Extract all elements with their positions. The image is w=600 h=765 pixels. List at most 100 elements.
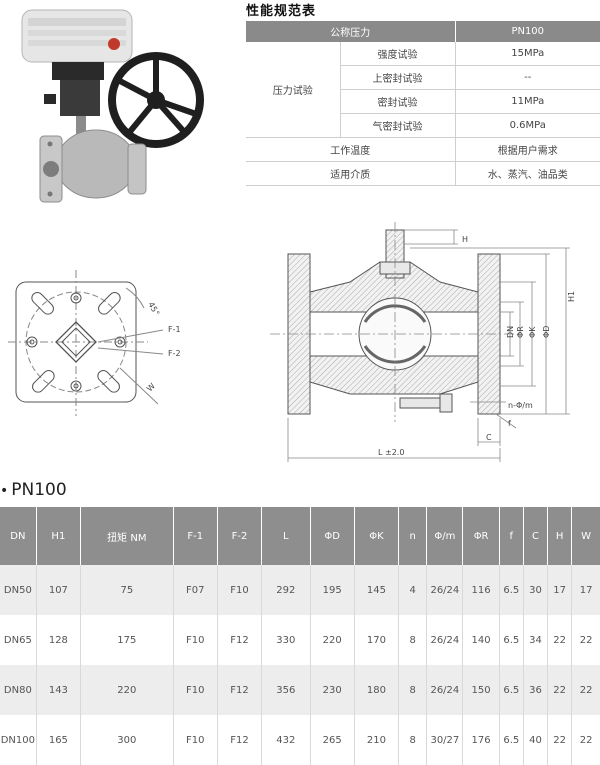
table-cell: F12 (216, 665, 262, 715)
table-cell: F10 (172, 665, 218, 715)
table-cell: 17 (571, 565, 600, 615)
table-cell: 6.5 (498, 565, 524, 615)
valve-section-drawing: H H1 DN ΦR ΦK ΦD n-Φ/m f C L ±2.0 (270, 222, 576, 462)
section-heading: •PN100 (0, 480, 67, 500)
table-cell: 17 (547, 565, 572, 615)
spec-test-name: 密封试验 (339, 89, 455, 114)
k-label: ΦK (528, 326, 537, 338)
spec-row-value: 根据用户需求 (454, 137, 600, 162)
table-cell: 300 (80, 715, 174, 765)
col-header: H1 (35, 507, 81, 565)
spec-test-name: 上密封试验 (339, 65, 455, 90)
f-label: f (508, 419, 511, 428)
w-label: W (145, 381, 157, 393)
table-cell: 22 (571, 615, 600, 665)
table-cell: 4 (398, 565, 427, 615)
spec-header-nominal-pressure: 公称压力 (246, 21, 455, 42)
col-header: ΦD (309, 507, 355, 565)
spec-header-row: 公称压力 PN100 (246, 21, 600, 42)
h-label: H (462, 235, 468, 244)
spec-test-value: 0.6MPa (454, 113, 600, 138)
table-cell: 34 (522, 615, 548, 665)
table-cell: 116 (462, 565, 500, 615)
table-cell: 22 (547, 615, 572, 665)
col-header: 扭矩 NM (80, 507, 174, 565)
table-cell: 220 (309, 615, 355, 665)
spec-group-label: 压力试验 (246, 42, 340, 138)
table-cell: F10 (172, 715, 218, 765)
spec-row: 气密封试验 0.6MPa (246, 113, 600, 138)
table-cell: 330 (261, 615, 310, 665)
table-cell: DN80 (0, 665, 37, 715)
spec-test-value: 11MPa (454, 89, 600, 114)
table-cell: 140 (462, 615, 500, 665)
flange-top-view-drawing: 45° F-1 F-2 W (8, 270, 181, 416)
table-cell: 30 (522, 565, 548, 615)
table-cell: 30/27 (426, 715, 463, 765)
angle-label: 45° (146, 301, 161, 318)
spec-test-value: -- (454, 65, 600, 90)
dimension-table-header: DN H1 扭矩 NM F-1 F-2 L ΦD ΦK n Φ/m ΦR f C… (0, 507, 600, 565)
spec-row: 上密封试验 -- (246, 65, 600, 90)
table-cell: F12 (216, 715, 262, 765)
table-cell: 8 (398, 665, 427, 715)
table-cell: 26/24 (426, 565, 463, 615)
l-label: L ±2.0 (378, 448, 404, 457)
table-cell: 107 (35, 565, 81, 615)
table-cell: 165 (35, 715, 81, 765)
col-header: C (522, 507, 548, 565)
table-cell: F12 (216, 615, 262, 665)
table-cell: 6.5 (498, 715, 524, 765)
r-label: ΦR (516, 326, 525, 338)
table-cell: 128 (35, 615, 81, 665)
table-cell: DN65 (0, 615, 37, 665)
col-header: F-1 (172, 507, 218, 565)
table-cell: F07 (172, 565, 218, 615)
section-title: PN100 (11, 480, 67, 500)
col-header: ΦR (462, 507, 500, 565)
col-header: ΦK (353, 507, 399, 565)
table-cell: 180 (353, 665, 399, 715)
table-cell: 143 (35, 665, 81, 715)
table-cell: 75 (80, 565, 174, 615)
table-cell: 8 (398, 715, 427, 765)
table-cell: 6.5 (498, 615, 524, 665)
dn-label: DN (506, 326, 515, 338)
table-cell: 356 (261, 665, 310, 715)
c-label: C (486, 433, 492, 442)
spec-test-name: 强度试验 (339, 42, 455, 66)
table-cell: 432 (261, 715, 310, 765)
col-header: DN (0, 507, 37, 565)
spec-table: 公称压力 PN100 压力试验 强度试验 15MPa 上密封试验 -- 密封试验… (246, 21, 600, 186)
table-cell: 22 (571, 715, 600, 765)
spec-row: 工作温度 根据用户需求 (246, 137, 600, 162)
table-cell: 145 (353, 565, 399, 615)
spec-title: 性能规范表 (246, 4, 317, 19)
table-cell: 26/24 (426, 615, 463, 665)
col-header: F-2 (216, 507, 262, 565)
col-header: L (261, 507, 310, 565)
table-cell: 22 (547, 715, 572, 765)
spec-test-name: 气密封试验 (339, 113, 455, 138)
section-bullet: • (0, 483, 9, 499)
table-cell: 220 (80, 665, 174, 715)
table-cell: 36 (522, 665, 548, 715)
spec-row-name: 适用介质 (246, 161, 455, 186)
table-cell: 176 (462, 715, 500, 765)
spec-row: 压力试验 强度试验 15MPa (246, 42, 600, 138)
spec-test-value: 15MPa (454, 42, 600, 66)
spec-row-value: 水、蒸汽、油品类 (454, 161, 600, 186)
col-header: f (498, 507, 524, 565)
table-cell: 175 (80, 615, 174, 665)
table-cell: 230 (309, 665, 355, 715)
col-header: n (398, 507, 427, 565)
table-cell: 22 (571, 665, 600, 715)
col-header: W (571, 507, 600, 565)
d-label: ΦD (542, 326, 551, 338)
table-cell: 292 (261, 565, 310, 615)
f1-label: F-1 (168, 325, 181, 334)
